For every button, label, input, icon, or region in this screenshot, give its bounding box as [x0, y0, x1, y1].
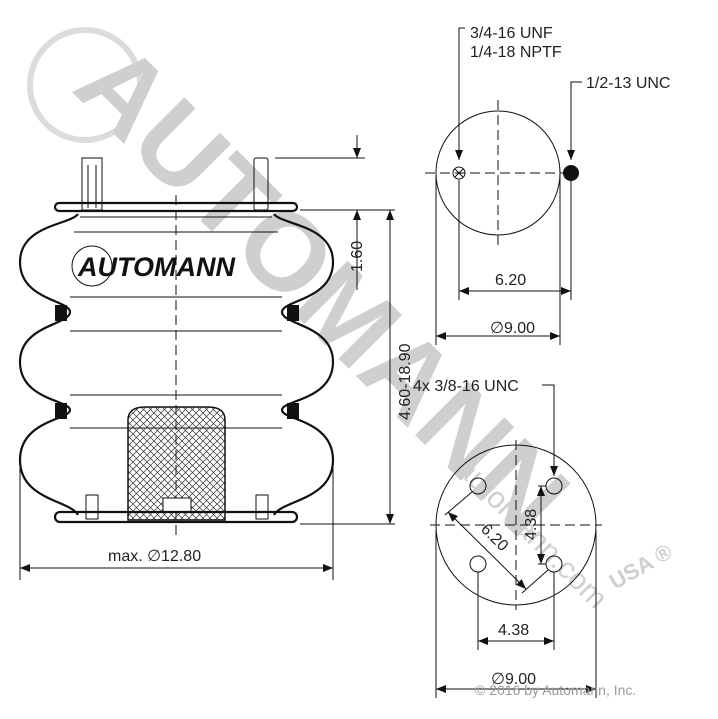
- dim-top-diameter: ∅9.00: [490, 320, 535, 337]
- callout-port-unf: 3/4-16 UNF: [470, 25, 553, 42]
- bellows-logo: AUTOMANN: [77, 252, 235, 282]
- bottom-plate: [53, 510, 299, 524]
- watermark-suffix: USA ®: [605, 539, 676, 595]
- callout-port-nptf: 1/4-18 NPTF: [470, 44, 562, 61]
- air-port: [452, 166, 466, 180]
- top-plate-outline: [435, 110, 561, 236]
- bolt-hole: [469, 477, 487, 495]
- watermark-logo-ring: [27, 27, 143, 143]
- mount-stud-hole: [563, 165, 579, 181]
- bellows: [18, 213, 335, 516]
- watermark: AUTOMANN automann.com USA ®: [27, 20, 676, 615]
- dim-vertical-spacing: 4.38: [523, 509, 540, 540]
- bottom-view: 4x 3/8-16 UNC 4.38 6.20 4.38 ∅9.00: [413, 378, 602, 698]
- side-view: AUTOMANN 1.60 4.60-18.90 max. ∅12.80: [18, 135, 414, 580]
- dim-height-range: 4.60-18.90: [397, 343, 414, 420]
- bolt-hole: [469, 555, 487, 573]
- callout-stud-unc: 1/2-13 UNC: [586, 75, 670, 92]
- dim-horizontal-spacing: 4.38: [498, 622, 529, 639]
- logo-emblem: [71, 245, 113, 287]
- dim-max-diameter: max. ∅12.80: [108, 548, 201, 565]
- bumper: [127, 406, 226, 521]
- top-plate: [53, 201, 299, 213]
- callout-bolt-holes: 4x 3/8-16 UNC: [413, 378, 519, 395]
- top-view: 3/4-16 UNF 1/4-18 NPTF 1/2-13 UNC 6.20 ∅…: [425, 25, 670, 345]
- dim-bottom-diameter: ∅9.00: [491, 671, 536, 688]
- copyright-notice: © 2016 by Automann, Inc.: [475, 682, 636, 698]
- dim-stud-spacing: 6.20: [495, 272, 526, 289]
- dim-mount-height: 1.60: [349, 241, 366, 272]
